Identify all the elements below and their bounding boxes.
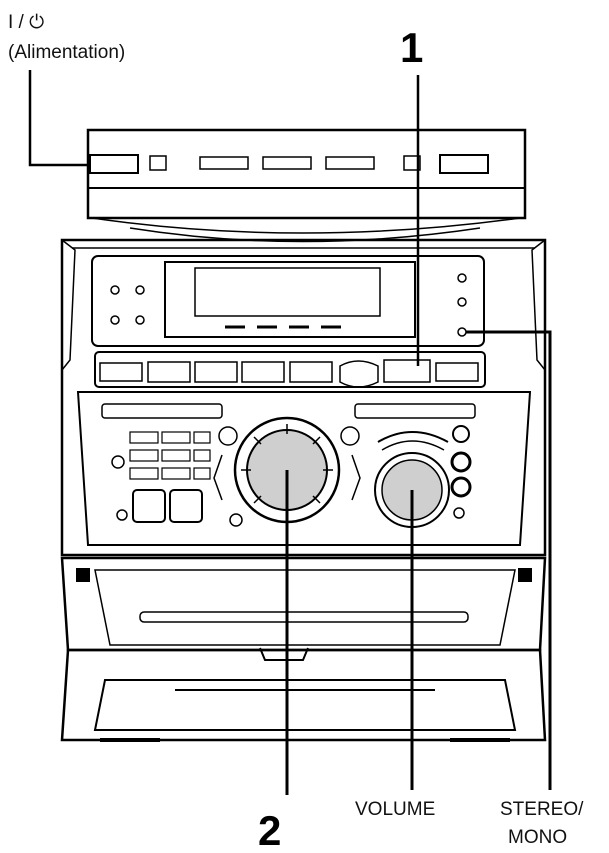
display-panel — [91, 255, 485, 347]
power-label: (Alimentation) — [8, 42, 125, 63]
stereo-mono-label-line1: STEREO/ — [500, 799, 584, 820]
power-symbol-label: I / ⏻ — [8, 12, 44, 33]
disc-tray-button-2[interactable] — [262, 156, 312, 170]
disc-tray-button-1[interactable] — [199, 156, 249, 170]
main-body — [60, 238, 547, 557]
function-button-3[interactable] — [194, 361, 238, 383]
eject-button[interactable] — [439, 154, 489, 174]
function-button-7[interactable] — [383, 359, 431, 383]
function-button-6[interactable] — [339, 360, 379, 388]
volume-label: VOLUME — [355, 799, 435, 820]
power-pointer-line — [28, 70, 90, 167]
stereo-mono-label-line2: MONO — [508, 827, 567, 848]
control-panel — [76, 391, 532, 546]
disc-tray-button-3[interactable] — [325, 156, 375, 170]
cd-deck — [86, 128, 527, 243]
function-button-5[interactable] — [289, 361, 333, 383]
deck-button-left[interactable] — [149, 155, 167, 171]
callout-2: 2 — [258, 807, 281, 853]
base — [60, 648, 547, 742]
function-button-2[interactable] — [147, 361, 191, 383]
function-button-1[interactable] — [99, 362, 143, 382]
callout-lines — [28, 70, 552, 795]
callout-1: 1 — [400, 24, 423, 71]
function-button-4[interactable] — [241, 361, 285, 383]
function-button-8[interactable] — [435, 362, 479, 382]
cassette-deck — [60, 556, 547, 661]
power-button[interactable] — [89, 154, 139, 174]
deck-button-right[interactable] — [403, 155, 421, 171]
stereo-mono-button[interactable] — [457, 327, 467, 337]
stereo-pointer-line — [466, 330, 552, 790]
function-button-row — [94, 351, 486, 388]
